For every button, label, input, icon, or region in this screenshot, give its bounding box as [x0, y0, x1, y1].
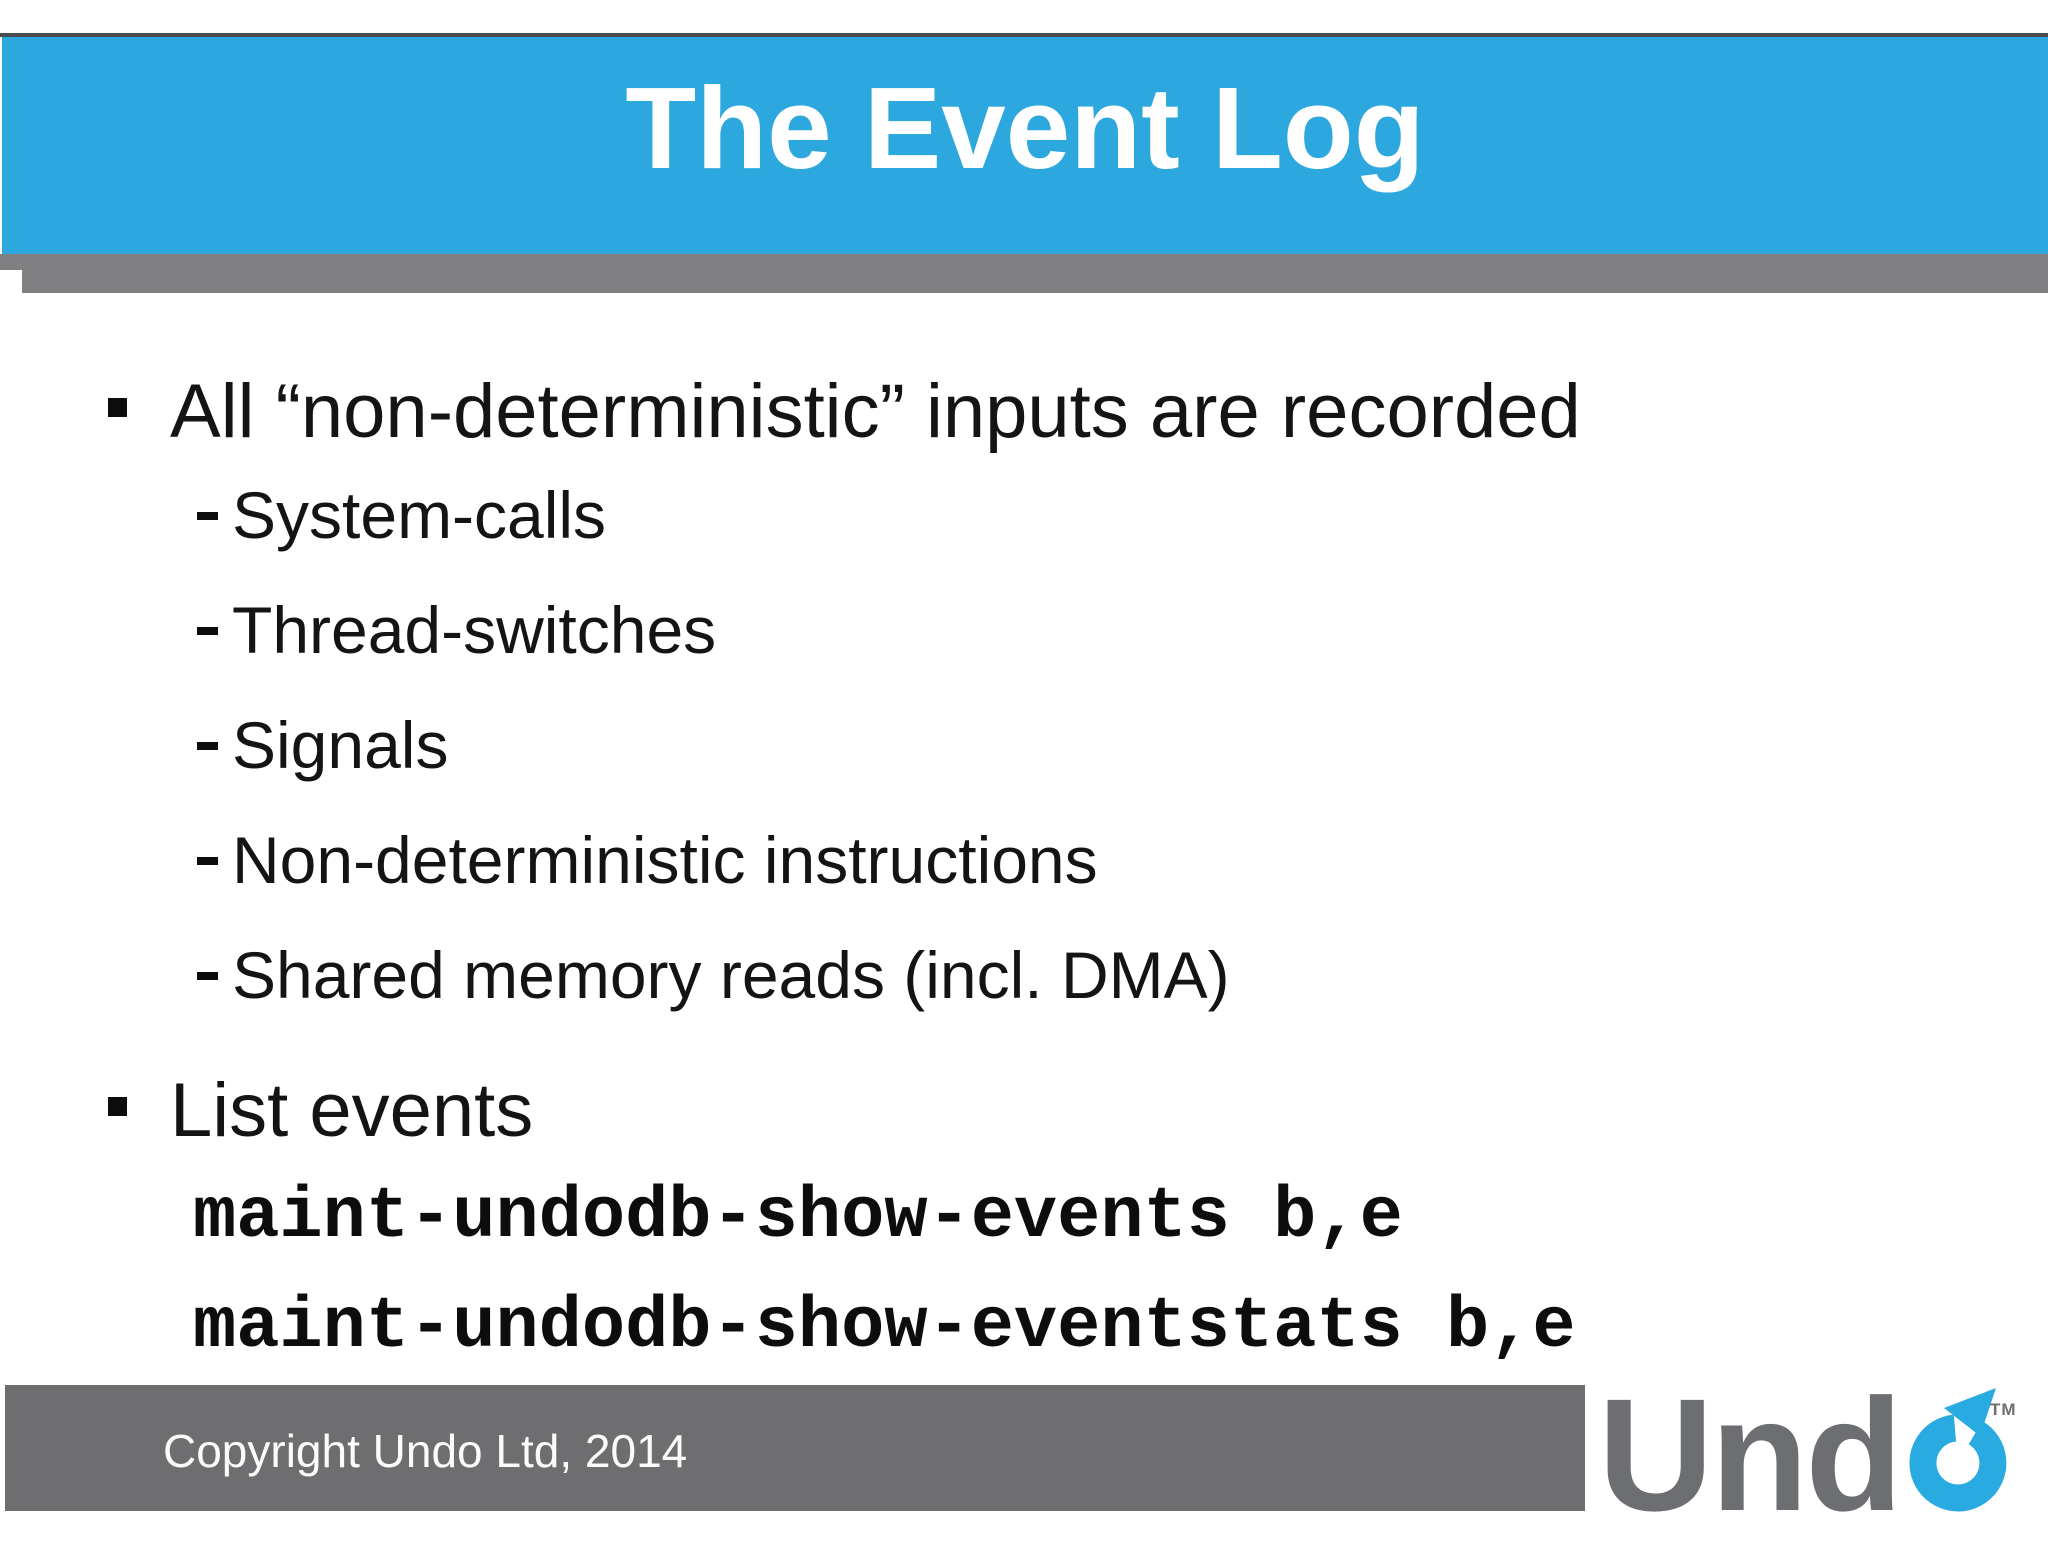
header-top-rule	[0, 33, 2048, 37]
sub-bullet-text: Thread-switches	[232, 593, 717, 667]
undo-logo-wordmark: Und	[1598, 1365, 1903, 1544]
sub-bullet-system-calls: System-calls	[197, 482, 606, 548]
bullet-list-events: List events	[108, 1073, 533, 1149]
trademark-symbol: TM	[1990, 1400, 2017, 1419]
copyright-text: Copyright Undo Ltd, 2014	[163, 1425, 688, 1477]
title-banner-shadow-upper	[0, 254, 2048, 270]
dash-bullet-icon	[197, 857, 218, 865]
sub-bullet-non-deterministic-instructions: Non-deterministic instructions	[197, 827, 1098, 893]
bullet-inputs-recorded: All “non-deterministic” inputs are recor…	[108, 374, 1581, 450]
title-banner: The Event Log	[2, 37, 2048, 254]
sub-bullet-shared-memory-reads: Shared memory reads (incl. DMA)	[197, 942, 1230, 1008]
square-bullet-icon	[108, 1097, 127, 1116]
undo-logo-circular-arrow-icon	[1908, 1386, 2012, 1519]
dash-bullet-icon	[197, 742, 218, 750]
sub-bullet-text: Shared memory reads (incl. DMA)	[232, 938, 1230, 1012]
code-show-eventstats-command: maint-undodb-show-eventstats b,e	[193, 1286, 1576, 1368]
code-show-events-command: maint-undodb-show-events b,e	[193, 1176, 1403, 1258]
title-banner-shadow-lower	[22, 270, 2048, 293]
sub-bullet-text: Non-deterministic instructions	[232, 823, 1098, 897]
sub-bullet-signals: Signals	[197, 712, 448, 778]
slide-title: The Event Log	[625, 62, 1425, 193]
dash-bullet-icon	[197, 627, 218, 635]
footer-bar	[5, 1385, 1585, 1511]
bullet-text: All “non-deterministic” inputs are recor…	[170, 369, 1581, 454]
sub-bullet-thread-switches: Thread-switches	[197, 597, 716, 663]
dash-bullet-icon	[197, 512, 218, 520]
square-bullet-icon	[108, 398, 127, 417]
dash-bullet-icon	[197, 972, 218, 980]
sub-bullet-text: Signals	[232, 708, 449, 782]
sub-bullet-text: System-calls	[232, 478, 607, 552]
bullet-text: List events	[170, 1068, 534, 1153]
